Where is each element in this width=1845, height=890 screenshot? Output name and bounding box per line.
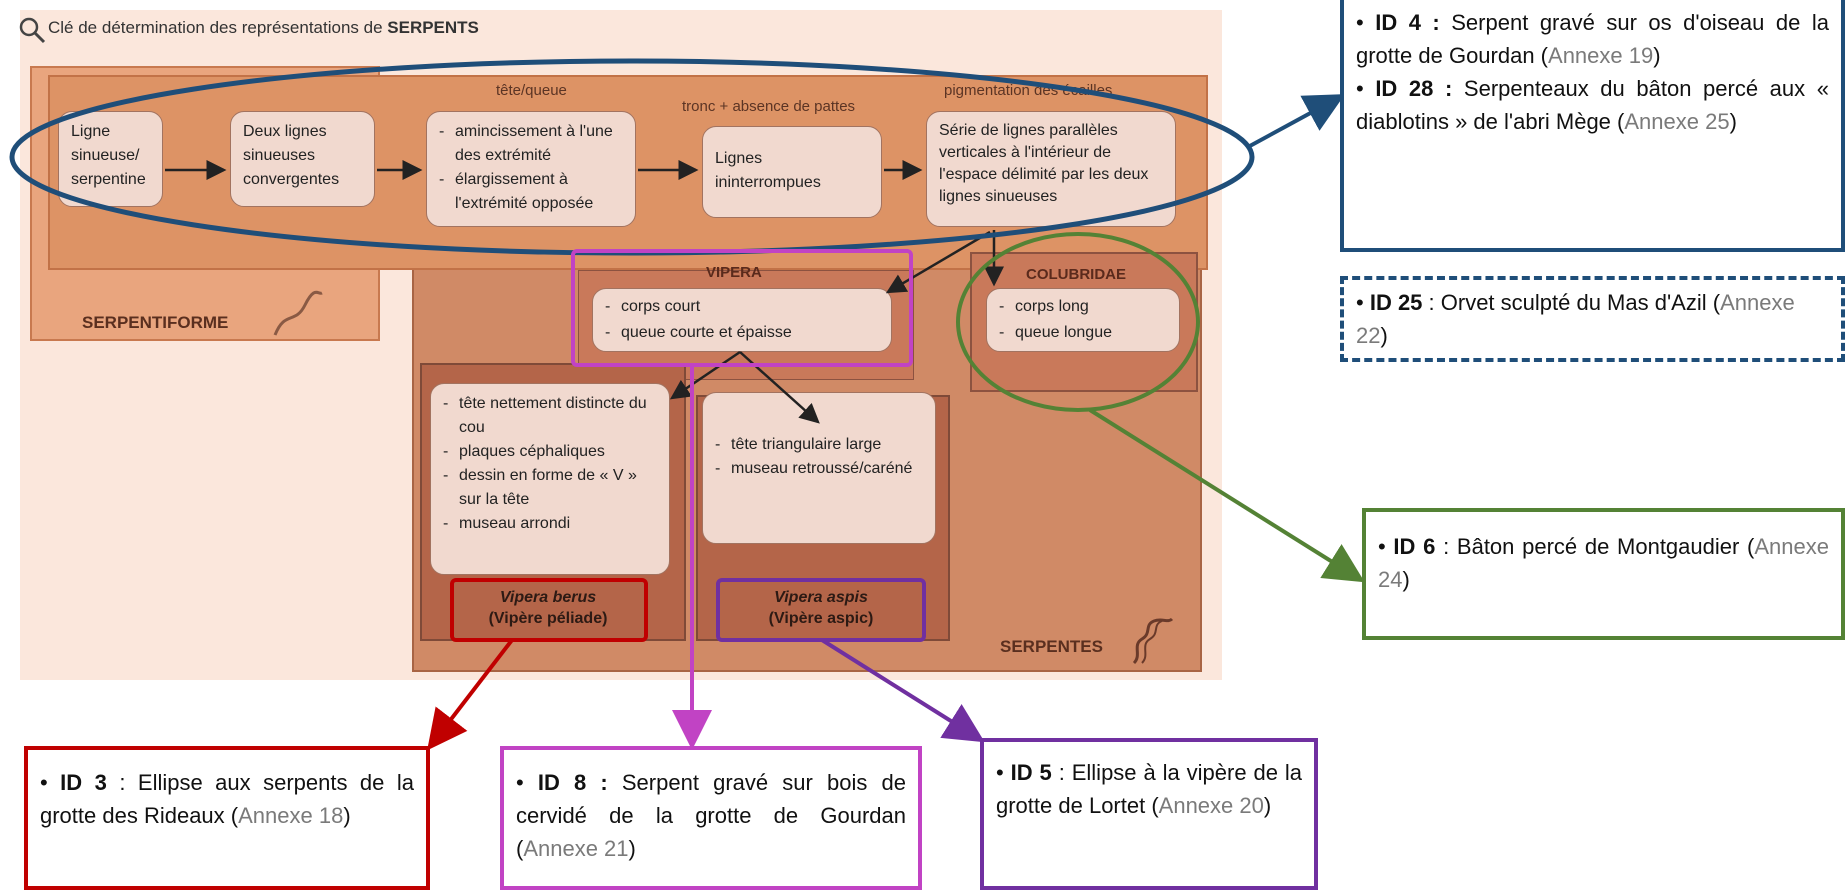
zone-label-serpentes: SERPENTES bbox=[1000, 637, 1103, 656]
zone-label-colubridae: COLUBRIDAE bbox=[1026, 266, 1126, 283]
node-vipera-item: corps court bbox=[605, 294, 879, 320]
callout-entry: • ID 4 : Serpent gravé sur os d'oiseau d… bbox=[1356, 10, 1829, 68]
header-tete-queue: tête/queue bbox=[496, 82, 567, 99]
callout-id4-id28: • ID 4 : Serpent gravé sur os d'oiseau d… bbox=[1340, 0, 1845, 252]
node-lignes-ininterrompues: Lignes ininterrompues bbox=[702, 126, 882, 218]
node-ligne-sinueuse: Ligne sinueuse/ serpentine bbox=[58, 111, 163, 207]
node-berus-item: dessin en forme de « V » sur la tête bbox=[443, 464, 657, 512]
header-pigmentation: pigmentation des écailles bbox=[944, 82, 1113, 99]
connector-blue bbox=[1247, 94, 1346, 149]
node-berus-item: museau arrondi bbox=[443, 512, 657, 536]
node-berus: tête nettement distincte du cou plaques … bbox=[430, 383, 670, 575]
node-aspis-item: tête triangulaire large bbox=[715, 433, 923, 457]
search-icon bbox=[19, 17, 46, 44]
node-tete-queue-item: amincissement à l'une des extrémité bbox=[439, 120, 623, 168]
node-vipera: corps courtqueue courte et épaisse bbox=[592, 288, 892, 352]
node-tete-queue-item: élargissement à l'extrémité opposée bbox=[439, 168, 623, 216]
callout-entry: • ID 28 : Serpenteaux du bâton percé aux… bbox=[1356, 76, 1829, 134]
species-aspis: Vipera aspis(Vipère aspic) bbox=[768, 589, 874, 627]
node-colubridae: corps longqueue longue bbox=[986, 288, 1180, 352]
node-colubridae-item: corps long bbox=[999, 294, 1167, 320]
node-aspis: tête triangulaire large museau retroussé… bbox=[702, 392, 936, 544]
coiled-snake-icon bbox=[1132, 617, 1174, 665]
node-aspis-item: museau retroussé/caréné bbox=[715, 457, 923, 481]
zone-label-vipera: VIPERA bbox=[706, 264, 762, 281]
key-title: Clé de détermination des représentations… bbox=[48, 18, 479, 37]
callout-id8: • ID 8 : Serpent gravé sur bois de cervi… bbox=[500, 746, 922, 890]
callout-id6: • ID 6 : Bâton percé de Montgaudier (Ann… bbox=[1362, 508, 1845, 640]
node-berus-item: plaques céphaliques bbox=[443, 440, 657, 464]
node-deux-lignes: Deux lignes sinueuses convergentes bbox=[230, 111, 375, 207]
header-tronc: tronc + absence de pattes bbox=[682, 98, 856, 115]
callout-id3: • ID 3 : Ellipse aux serpents de la grot… bbox=[24, 746, 430, 890]
snake-line-icon bbox=[273, 290, 323, 336]
node-tete-queue: amincissement à l'une des extrémitéélarg… bbox=[426, 111, 636, 227]
callout-id5: • ID 5 : Ellipse à la vipère de la grott… bbox=[980, 738, 1318, 890]
callout-id25: • ID 25 : Orvet sculpté du Mas d'Azil (A… bbox=[1340, 276, 1845, 362]
node-berus-item: tête nettement distincte du cou bbox=[443, 392, 657, 440]
zone-label-serpentiforme: SERPENTIFORME bbox=[82, 313, 229, 332]
node-colubridae-item: queue longue bbox=[999, 320, 1167, 346]
species-berus: Vipera berus(Vipère péliade) bbox=[488, 589, 608, 627]
node-vipera-item: queue courte et épaisse bbox=[605, 320, 879, 346]
node-serie-lignes: Série de lignes parallèles verticales à … bbox=[926, 111, 1176, 227]
